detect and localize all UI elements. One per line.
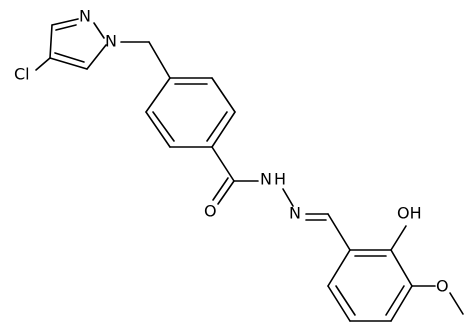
bond-ch2-ring bbox=[148, 41, 171, 79]
bond-ring-carbonyl bbox=[211, 146, 235, 182]
bond-o-methyl bbox=[449, 292, 464, 315]
atom-label-pyrazole-n-top: N bbox=[79, 7, 91, 26]
bond-phen-6 bbox=[327, 249, 351, 287]
bond-c-oh bbox=[390, 225, 407, 251]
bond-c-o-double bbox=[212, 177, 229, 201]
bond-benz-4-double bbox=[206, 111, 228, 142]
bond-benz-2 bbox=[145, 111, 171, 148]
bond-benz-4 bbox=[211, 111, 236, 148]
atom-labels: N N Cl N H N O OH O bbox=[14, 7, 449, 296]
atom-label-amide-nh: N bbox=[260, 170, 272, 189]
bond-phen-2 bbox=[390, 249, 413, 287]
atom-label-chloro: Cl bbox=[14, 65, 30, 84]
bond-benz-5 bbox=[211, 77, 236, 113]
bond-phen-5 bbox=[327, 285, 351, 322]
atom-label-hydrazone-n: N bbox=[289, 204, 301, 223]
bond-phen-3-double bbox=[385, 285, 405, 316]
atom-label-hydroxyl: OH bbox=[397, 204, 422, 223]
bond-benz-2-double bbox=[152, 111, 175, 142]
bond-ch-ring bbox=[327, 213, 351, 251]
atom-label-carbonyl-o: O bbox=[204, 202, 217, 221]
bond-phen-3 bbox=[390, 285, 413, 322]
bonds bbox=[35, 18, 464, 322]
bond-c-o bbox=[217, 180, 235, 205]
bond-pyrazole-n1-n2 bbox=[93, 22, 105, 39]
atom-label-methoxy-o: O bbox=[436, 277, 449, 296]
bond-pyrazole-c4-c5 bbox=[49, 57, 88, 70]
bond-pyrazole-c4-c5-double bbox=[54, 52, 85, 63]
bond-phen-5-double bbox=[335, 285, 356, 316]
atom-label-amide-nh-h: H bbox=[274, 170, 286, 189]
bond-n-n bbox=[282, 188, 294, 207]
bond-pyrazole-c5-n1 bbox=[86, 44, 107, 70]
bond-pyrazole-n2-c3 bbox=[51, 18, 79, 26]
atom-label-pyrazole-n1: N bbox=[105, 32, 117, 51]
bond-benz-1 bbox=[145, 77, 171, 113]
bond-c4-cl bbox=[35, 57, 51, 71]
bond-pyrazole-n2-c3-double bbox=[55, 24, 77, 31]
bond-pyrazole-c3-c4 bbox=[49, 24, 53, 59]
